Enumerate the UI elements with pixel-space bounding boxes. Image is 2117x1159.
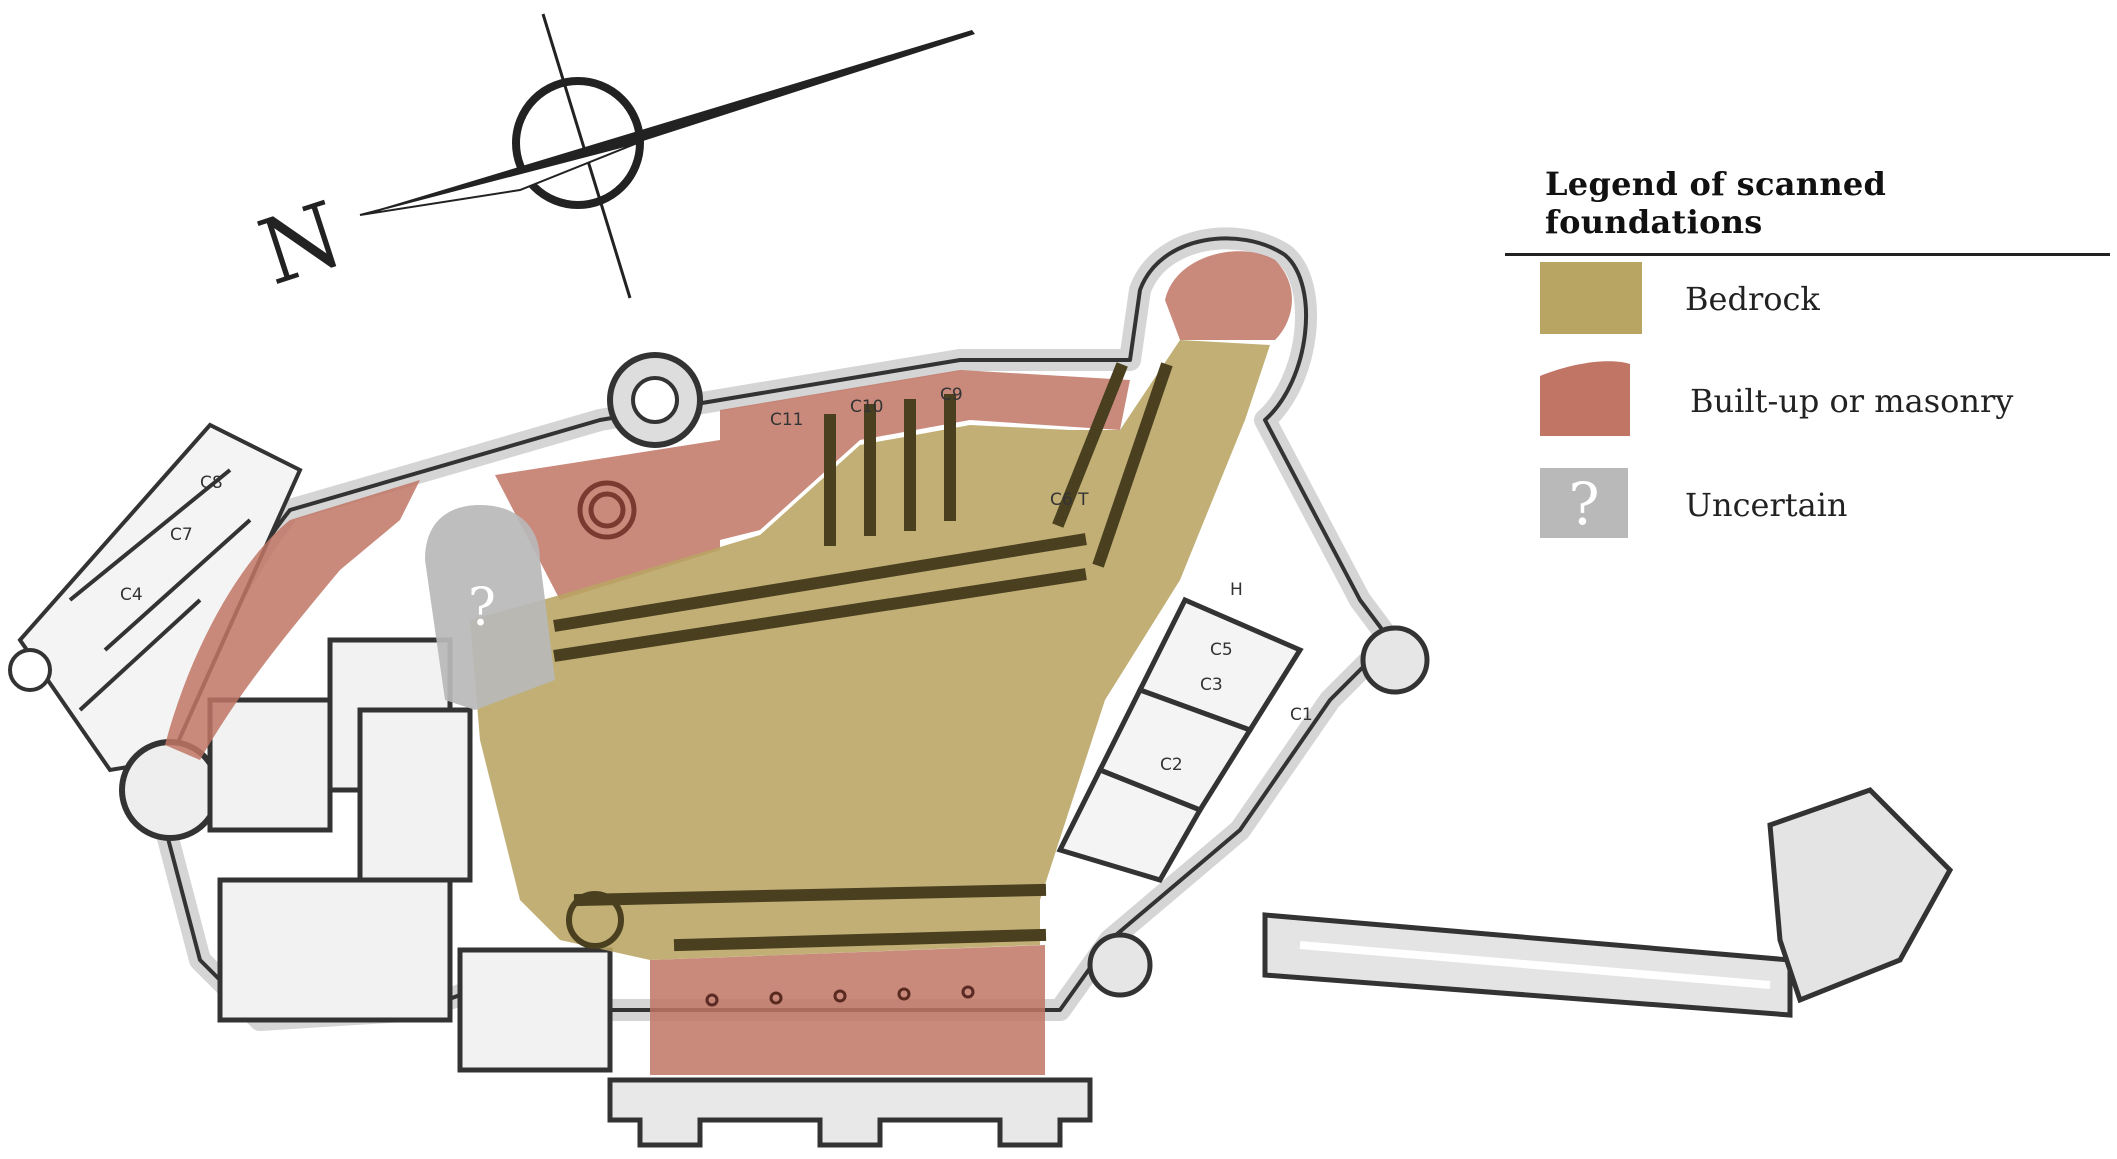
south-block — [607, 1077, 1093, 1148]
room-label-c7: C7 — [170, 525, 193, 545]
room-label-c6t: C6 T — [1050, 490, 1089, 510]
legend-divider — [1505, 253, 2110, 256]
room-label-h: H — [1230, 580, 1243, 600]
uncertain-zone-mark: ? — [468, 578, 496, 638]
well-circle — [577, 480, 637, 540]
uncertain-swatch-mark: ? — [1568, 470, 1600, 538]
room-label-c5: C5 — [1210, 640, 1233, 660]
room-label-c8: C8 — [200, 473, 223, 493]
north-round-tower — [607, 352, 703, 448]
masonry-south — [650, 945, 1045, 1075]
southwest-rooms — [207, 637, 613, 1073]
interior-walls — [553, 362, 1173, 952]
legend-label-bedrock: Bedrock — [1685, 280, 1820, 318]
compass-rose: N — [247, 13, 975, 306]
masonry-north-rooms — [720, 370, 1130, 540]
masonry-west — [165, 480, 420, 760]
bedrock-swatch — [1540, 262, 1642, 334]
masonry-swatch — [1540, 361, 1630, 436]
uncertain-zone: ? — [425, 505, 555, 710]
room-label-c2: C2 — [1160, 755, 1183, 775]
masonry-north — [495, 440, 720, 600]
masonry-tower-top — [1165, 251, 1292, 340]
west-round-tower — [119, 739, 221, 841]
legend-label-masonry: Built-up or masonry — [1690, 382, 2014, 420]
legend-title: Legend of scanned foundations — [1545, 165, 1887, 241]
north-label: N — [247, 182, 354, 306]
room-label-c10: C10 — [850, 397, 884, 417]
west-annex — [8, 422, 303, 773]
legend-label-uncertain: Uncertain — [1685, 486, 1848, 524]
room-label-c3: C3 — [1200, 675, 1223, 695]
masonry-zones — [165, 251, 1292, 1075]
uncertain-swatch: ? — [1540, 468, 1628, 538]
room-labels: C11 C10 C6 T C9 C8 C7 H C1 C2 C3 C4 C5 — [120, 385, 1313, 775]
south-columns — [705, 985, 975, 1007]
room-label-c1: C1 — [1290, 705, 1313, 725]
room-label-c9: C9 — [940, 385, 963, 405]
room-label-c11: C11 — [770, 410, 804, 430]
east-gallery — [1262, 787, 1954, 1018]
east-rooms — [1056, 596, 1430, 998]
room-label-c4: C4 — [120, 585, 143, 605]
legend: Legend of scanned foundations Bedrock Bu… — [1505, 165, 2115, 538]
